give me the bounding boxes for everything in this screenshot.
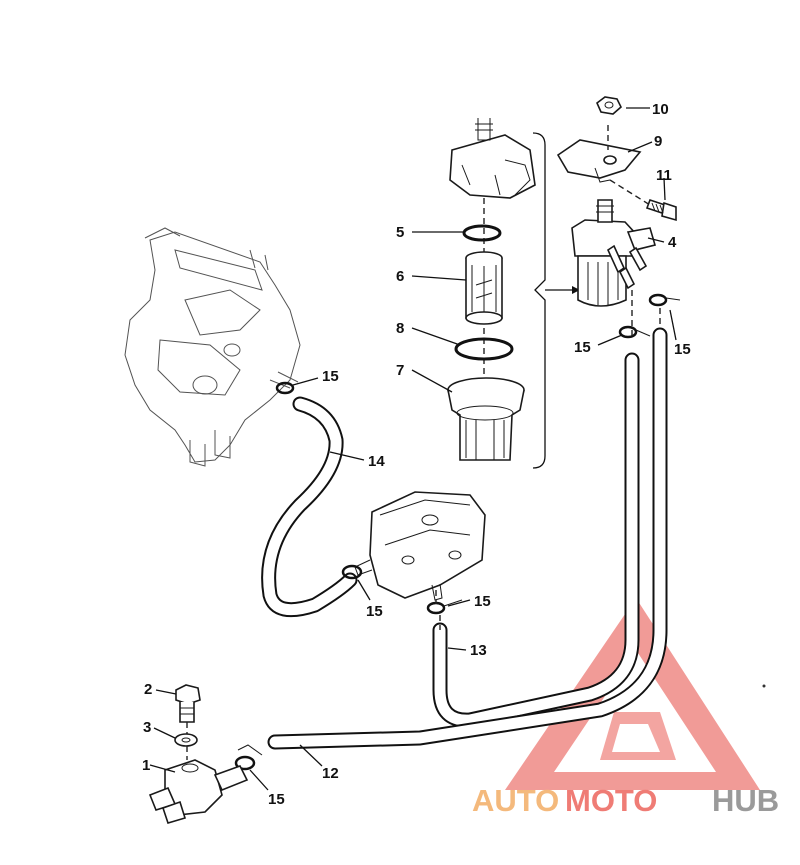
- filter-element-6: [465, 251, 503, 325]
- callout-15-fitting: 15: [268, 791, 285, 808]
- gasket-8: [454, 337, 514, 361]
- callout-10: 10: [652, 101, 669, 118]
- fuel-pump: [354, 491, 486, 601]
- mounting-bracket-9: [556, 139, 642, 183]
- callout-5: 5: [396, 224, 404, 241]
- callout-15-carb: 15: [322, 368, 339, 385]
- hose-clamp: [618, 293, 681, 339]
- callout-3: 3: [143, 719, 151, 736]
- o-ring-5: [462, 224, 502, 242]
- callout-14: 14: [368, 453, 385, 470]
- callout-15-filter-left: 15: [574, 339, 591, 356]
- bolt-11: [645, 198, 677, 222]
- watermark-text: AUTO MOTO HUB: [472, 783, 779, 818]
- nut-10: [596, 96, 622, 115]
- fuel-filter-assembly-4: [571, 199, 657, 307]
- callout-11: 11: [656, 167, 672, 184]
- callout-4: 4: [668, 234, 677, 251]
- callout-leaders: [149, 107, 677, 791]
- callout-7: 8: [396, 320, 404, 337]
- bolt-2: [175, 684, 201, 723]
- callout-12: 12: [322, 765, 339, 782]
- watermark-logo: [505, 598, 760, 790]
- carburetor-assembly: [124, 227, 301, 467]
- callout-8: 7: [396, 362, 404, 379]
- callout-13: 13: [470, 642, 487, 659]
- callout-15-filter-right: 15: [674, 341, 691, 358]
- fuel-hose-13: [432, 352, 640, 728]
- filter-head: [449, 118, 536, 199]
- callout-9: 9: [654, 133, 662, 150]
- exploded-view-bracket: [532, 132, 546, 469]
- callout-1: 1: [142, 757, 150, 774]
- fuel-hose-14: [261, 396, 358, 618]
- callout-6: 6: [396, 268, 404, 285]
- watermark-auto: AUTO: [472, 783, 559, 818]
- callout-15-pump-outlet: 15: [474, 593, 491, 610]
- filter-bowl-7: [447, 377, 525, 461]
- watermark-hub: HUB: [712, 783, 779, 818]
- callout-2: 2: [144, 681, 152, 698]
- callout-15-pump-inlet: 15: [366, 603, 383, 620]
- fuel-hose-12: [267, 327, 668, 750]
- watermark-moto: MOTO: [565, 783, 657, 818]
- speck: [762, 684, 766, 688]
- washer-3: [174, 733, 198, 747]
- fuel-fitting-1: [148, 759, 249, 824]
